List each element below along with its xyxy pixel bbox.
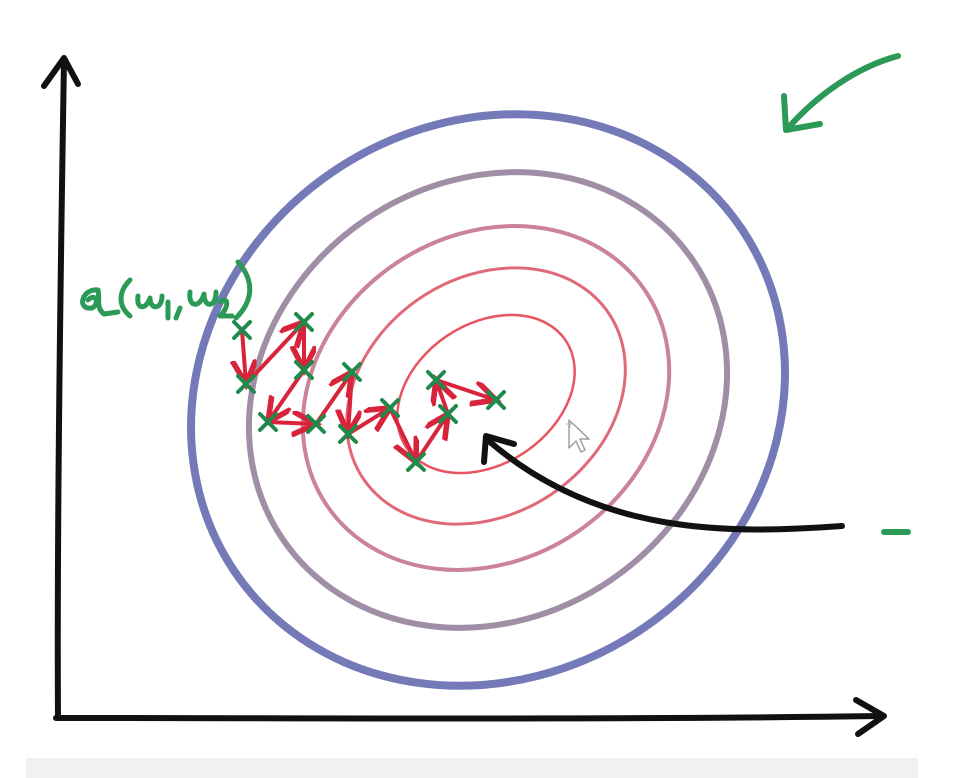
step-marker-7: [342, 362, 362, 382]
step-marker-3: [294, 312, 314, 332]
contour-ring-2: [245, 169, 731, 631]
x-axis: [53, 713, 883, 722]
descent-step-5: [266, 422, 316, 424]
contour-ring-1: [187, 110, 789, 690]
contour-ring-3: [300, 224, 672, 572]
step-marker-4: [294, 360, 314, 380]
descent-step-7: [348, 370, 352, 434]
gradient-descent-path: [242, 322, 496, 462]
descent-step-9: [388, 406, 416, 462]
mouse-cursor-icon: [566, 419, 590, 453]
step-marker-1: [232, 320, 252, 340]
step-marker-8: [338, 424, 358, 444]
step-marker-2: [236, 374, 256, 394]
descent-step-1: [242, 328, 246, 384]
step-marker-11: [438, 404, 458, 424]
y-axis: [54, 57, 67, 721]
y-axis-arrowhead: [41, 55, 81, 89]
contour-ring-4: [345, 266, 627, 526]
step-marker-10: [406, 452, 426, 472]
green-annotations: [781, 53, 911, 535]
step-marker-13: [486, 390, 506, 410]
label-w2: [187, 289, 219, 307]
bottom-bar: [26, 758, 918, 778]
x-axis-arrowhead: [853, 697, 887, 737]
step-marker-5: [258, 412, 278, 432]
descent-step-11: [436, 380, 448, 416]
step-marker-12: [426, 370, 446, 390]
axes: [41, 55, 887, 737]
label-close-paren: [233, 259, 253, 321]
label-l-glyph: [80, 287, 121, 317]
label-w1: [135, 293, 165, 310]
step-marker-9: [380, 398, 400, 418]
contour-ring-5: [396, 313, 576, 475]
step-marker-6: [306, 414, 326, 434]
green-arrow-top-right: [781, 53, 901, 133]
label-sub-2: [217, 297, 235, 319]
label-open-paren: [118, 277, 133, 319]
descent-step-2: [244, 322, 304, 386]
step-markers: [232, 312, 506, 472]
loss-contours: [187, 110, 789, 690]
function-label: [80, 259, 253, 321]
minimum-pointer-arrow: [481, 433, 845, 533]
label-comma: [173, 305, 183, 321]
descent-step-12: [434, 378, 496, 400]
